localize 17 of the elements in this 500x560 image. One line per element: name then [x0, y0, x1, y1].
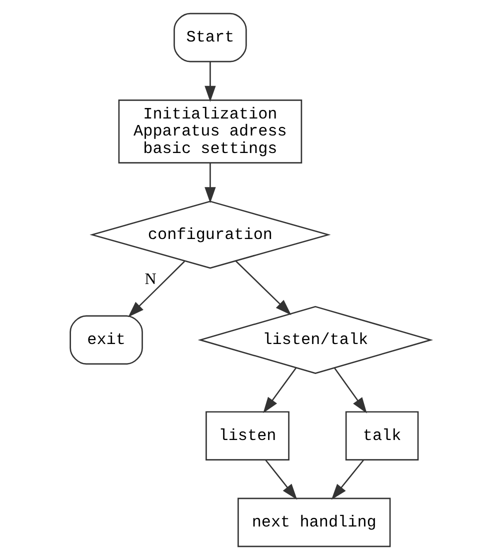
arrow	[128, 260, 184, 318]
arrow	[264, 460, 297, 500]
edge-label: N	[144, 270, 156, 288]
node-box: exit	[69, 315, 142, 365]
node-box: listen	[205, 411, 289, 460]
arrow	[234, 260, 291, 316]
node-box: next handling	[237, 498, 390, 548]
node-box: Initialization Apparatus adress basic settings	[118, 100, 302, 164]
node-box: Start	[173, 12, 246, 62]
arrow	[262, 367, 296, 414]
node-diamond: listen/talk	[197, 306, 433, 374]
arrow	[330, 460, 364, 500]
node-box: talk	[344, 411, 418, 460]
arrow	[204, 62, 216, 102]
arrow	[204, 162, 216, 204]
arrow	[334, 368, 366, 414]
node-diamond: configuration	[89, 200, 330, 269]
